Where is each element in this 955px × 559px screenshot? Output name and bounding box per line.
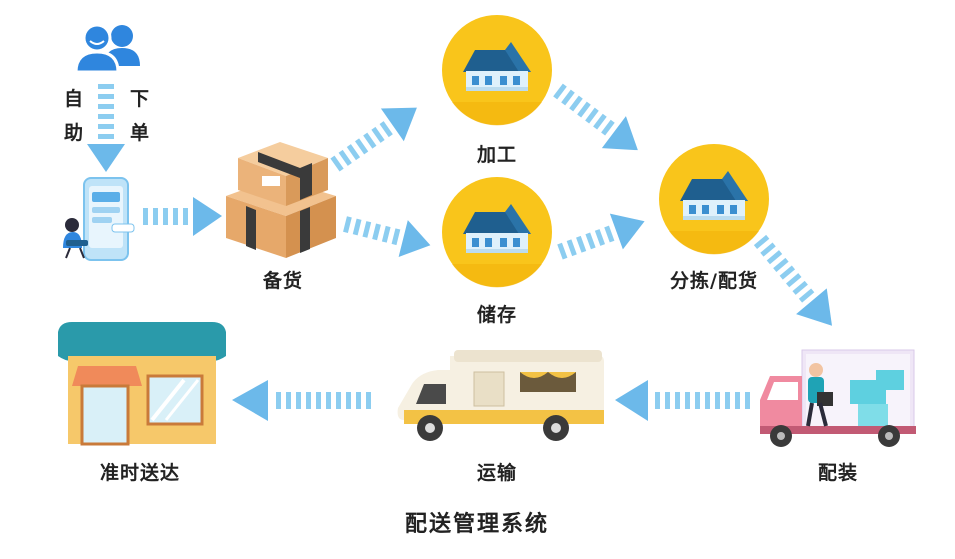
label-prepare: 备货 [262,270,304,292]
arrow-order-down [87,84,125,172]
label-loading: 配装 [817,462,859,484]
storage-warehouse-icon [442,177,552,288]
loading-truck-icon [760,349,916,447]
diagram-title: 配送管理系统 [404,512,550,537]
arrow-process-to-sorting [553,83,638,151]
store-icon [58,322,226,446]
users-icon [74,23,140,74]
label-storage: 储存 [476,304,518,326]
arrow-transport-to-delivery [232,380,371,421]
order-char-3: 下 [130,88,150,110]
arrow-loading-to-transport [615,380,750,421]
arrow-storage-to-sorting [557,213,645,260]
arrow-to-process [330,107,417,172]
arrow-to-prepare [143,197,222,236]
sorting-warehouse-icon [659,144,769,255]
transport-van-icon [397,350,604,441]
boxes-icon [226,142,336,321]
mobile-order-icon [63,177,135,261]
order-char-2: 助 [64,122,84,144]
arrow-sorting-to-loading [753,234,832,326]
label-delivery: 准时送达 [99,462,181,484]
order-char-1: 自 [64,88,84,110]
label-transport: 运输 [476,462,518,484]
label-process: 加工 [476,144,518,166]
process-warehouse-icon [442,15,552,126]
arrow-to-storage [343,216,431,257]
order-char-4: 单 [130,122,150,144]
label-sorting: 分拣/配货 [670,270,758,292]
